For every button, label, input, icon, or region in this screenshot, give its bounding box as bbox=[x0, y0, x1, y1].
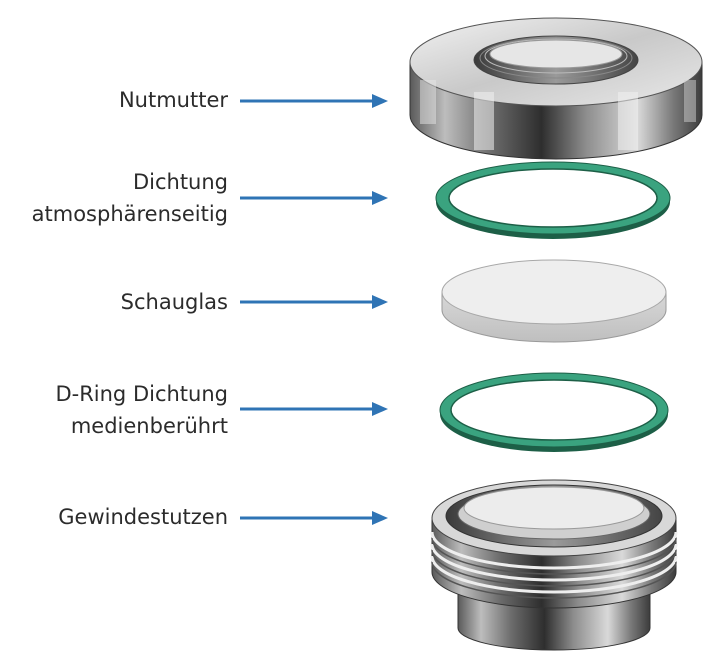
label-dichtung-atmo: Dichtung atmosphärenseitig bbox=[32, 166, 228, 230]
dring-part bbox=[439, 372, 669, 452]
label-line: Gewindestutzen bbox=[58, 505, 228, 529]
schauglas-part bbox=[441, 259, 667, 343]
gewindestutzen-part bbox=[430, 479, 678, 651]
arrow-schauglas bbox=[240, 295, 388, 309]
nutmutter-part bbox=[409, 17, 703, 160]
label-dring: D-Ring Dichtung medienberührt bbox=[55, 378, 228, 442]
label-nutmutter: Nutmutter bbox=[119, 84, 228, 116]
label-line: Dichtung bbox=[132, 170, 228, 194]
label-line: Schauglas bbox=[120, 290, 228, 314]
arrow-dichtung-atmo bbox=[240, 191, 388, 205]
arrow-gewindestutzen bbox=[240, 511, 388, 525]
arrow-nutmutter bbox=[240, 94, 388, 108]
label-line: atmosphärenseitig bbox=[31, 202, 228, 226]
arrow-dring bbox=[240, 402, 388, 416]
label-line: medienberührt bbox=[70, 414, 228, 438]
label-line: D-Ring Dichtung bbox=[55, 382, 228, 406]
label-line: Nutmutter bbox=[118, 88, 228, 112]
label-gewindestutzen: Gewindestutzen bbox=[58, 501, 228, 533]
label-schauglas: Schauglas bbox=[121, 286, 228, 318]
dichtung-atmo-part bbox=[435, 161, 671, 239]
